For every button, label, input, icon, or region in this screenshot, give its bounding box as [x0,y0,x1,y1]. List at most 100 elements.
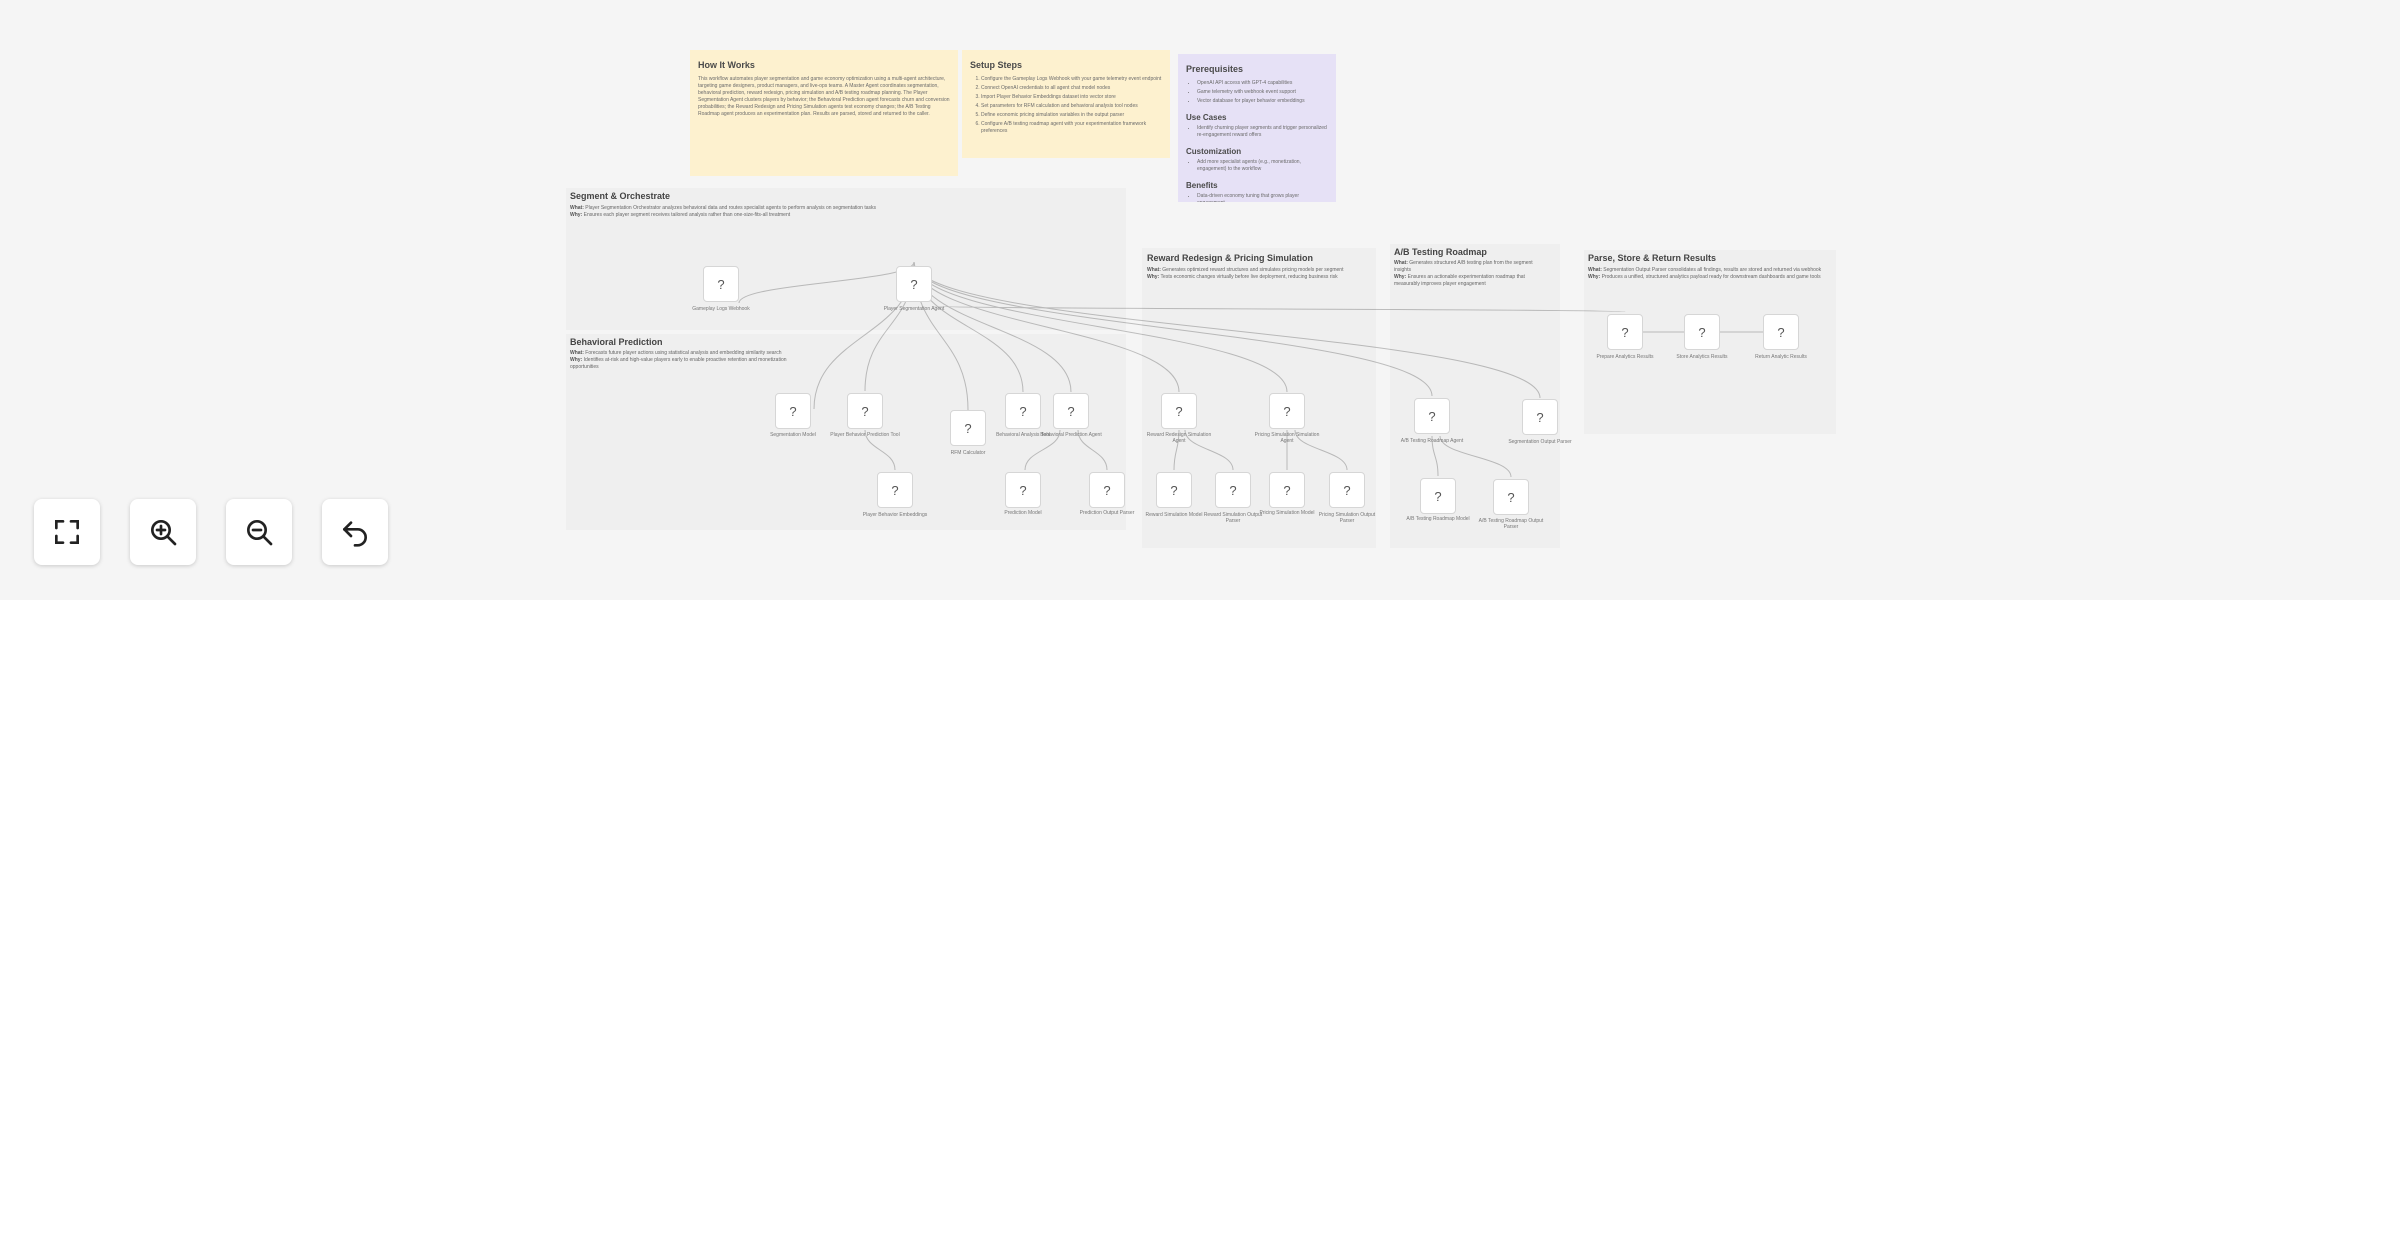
node-gameplay-logs-webhook[interactable]: ? [703,266,739,302]
section-description: What: Generates optimized reward structu… [1147,267,1344,280]
zoom-out-icon [247,520,273,546]
use-cases-title: Use Cases [1186,113,1227,122]
unknown-node-icon: ? [789,403,797,419]
node-reward-simulation-output-parser[interactable]: ? [1215,472,1251,508]
node-player-behavior-embeddings[interactable]: ? [877,472,913,508]
connection-line [931,305,1626,313]
node-segmentation-model[interactable]: ? [775,393,811,429]
node-label: Pricing Simulation Simulation Agent [1254,432,1320,444]
section-description: What: Generates structured A/B testing p… [1394,260,1533,287]
node-behavioral-prediction-agent[interactable]: ? [1053,393,1089,429]
prerequisite-item: Vector database for player behavior embe… [1197,98,1328,105]
customization-item: Add more specialist agents (e.g., moneti… [1197,159,1328,173]
connection-line [1024,429,1061,471]
unknown-node-icon: ? [861,403,869,419]
unknown-node-icon: ? [1507,489,1515,505]
node-pricing-simulation-agent[interactable]: ? [1269,393,1305,429]
setup-step: Configure the Gameplay Logs Webhook with… [981,76,1162,83]
prerequisite-item: Game telemetry with webhook event suppor… [1197,89,1328,96]
node-label: Reward Simulation Model [1145,512,1203,518]
setup-step: Configure A/B testing roadmap agent with… [981,121,1162,135]
zoom-in-button[interactable] [130,499,196,565]
node-pricing-simulation-output-parser[interactable]: ? [1329,472,1365,508]
node-label: A/B Testing Roadmap Agent [1400,438,1464,444]
unknown-node-icon: ? [1283,403,1291,419]
node-segmentation-output-parser[interactable]: ? [1522,399,1558,435]
sticky-body: This workflow automates player segmentat… [698,76,950,117]
setup-step: Define economic pricing simulation varia… [981,112,1162,119]
sticky-setup-steps[interactable]: Setup Steps Configure the Gameplay Logs … [962,50,1170,158]
node-label: Gameplay Logs Webhook [692,306,750,312]
node-reward-redesign-simulation-agent[interactable]: ? [1161,393,1197,429]
node-pricing-simulation-model[interactable]: ? [1269,472,1305,508]
connection-line [913,261,1433,397]
node-label: Behavioral Prediction Agent [1040,432,1102,438]
reset-zoom-button[interactable] [322,499,388,565]
benefits-title: Benefits [1186,181,1218,190]
section-ab-testing [1390,244,1560,548]
node-player-segmentation-agent[interactable]: ? [896,266,932,302]
connection-line [1184,429,1234,471]
unknown-node-icon: ? [1428,408,1436,424]
node-store-analytics-results[interactable]: ? [1684,314,1720,350]
unknown-node-icon: ? [1170,482,1178,498]
node-label: Prepare Analytics Results [1596,354,1654,360]
sticky-prerequisites[interactable]: Prerequisites OpenAI API access with GPT… [1178,54,1336,202]
node-behavioral-analysis-tool[interactable]: ? [1005,393,1041,429]
zoom-out-button[interactable] [226,499,292,565]
unknown-node-icon: ? [910,276,918,292]
connection-line [1439,435,1512,478]
node-label: A/B Testing Roadmap Output Parser [1478,518,1544,530]
unknown-node-icon: ? [1283,482,1291,498]
node-ab-testing-roadmap-agent[interactable]: ? [1414,398,1450,434]
unknown-node-icon: ? [1019,403,1027,419]
node-prediction-output-parser[interactable]: ? [1089,472,1125,508]
sticky-title: Prerequisites [1186,64,1244,74]
use-case-item: Identify churning player segments and tr… [1197,125,1328,139]
connection-line [1431,435,1439,477]
unknown-node-icon: ? [1229,482,1237,498]
node-ab-testing-roadmap-output-parser[interactable]: ? [1493,479,1529,515]
unknown-node-icon: ? [1175,403,1183,419]
workflow-canvas[interactable]: How It Works This workflow automates pla… [0,0,2400,600]
node-rfm-calculator[interactable]: ? [950,410,986,446]
node-label: Behavioral Analysis Tool [996,432,1050,438]
connection-line [1077,429,1108,471]
customization-title: Customization [1186,147,1242,156]
sticky-title: Setup Steps [970,60,1023,70]
node-prepare-analytics-results[interactable]: ? [1607,314,1643,350]
node-label: Reward Redesign Simulation Agent [1146,432,1212,444]
undo-icon [343,521,367,547]
connection-line [864,429,896,471]
unknown-node-icon: ? [1343,482,1351,498]
node-label: Segmentation Output Parser [1508,439,1572,445]
section-description: What: Forecasts future player actions us… [570,350,787,370]
unknown-node-icon: ? [1019,482,1027,498]
fullscreen-icon [55,520,79,544]
node-player-behavior-prediction-tool[interactable]: ? [847,393,883,429]
unknown-node-icon: ? [1536,409,1544,425]
section-title: Reward Redesign & Pricing Simulation [1147,253,1314,263]
node-return-analytic-results[interactable]: ? [1763,314,1799,350]
unknown-node-icon: ? [964,420,972,436]
unknown-node-icon: ? [717,276,725,292]
connection-line [1173,429,1180,471]
unknown-node-icon: ? [1698,324,1706,340]
section-title: Behavioral Prediction [570,337,663,347]
connection-line [913,261,1541,399]
connection-line [1294,429,1348,471]
sticky-title: How It Works [698,60,755,70]
node-ab-testing-roadmap-model[interactable]: ? [1420,478,1456,514]
node-label: Return Analytic Results [1755,354,1807,360]
section-title: A/B Testing Roadmap [1394,247,1487,257]
node-prediction-model[interactable]: ? [1005,472,1041,508]
node-label: Prediction Model [1004,510,1042,516]
node-reward-simulation-model[interactable]: ? [1156,472,1192,508]
sticky-how-it-works[interactable]: How It Works This workflow automates pla… [690,50,958,176]
section-description: What: Player Segmentation Orchestrator a… [570,205,876,218]
zoom-in-icon [151,520,177,546]
benefit-item: Data-driven economy tuning that grows pl… [1197,193,1328,202]
unknown-node-icon: ? [891,482,899,498]
node-label: Segmentation Model [770,432,816,438]
fit-view-button[interactable] [34,499,100,565]
